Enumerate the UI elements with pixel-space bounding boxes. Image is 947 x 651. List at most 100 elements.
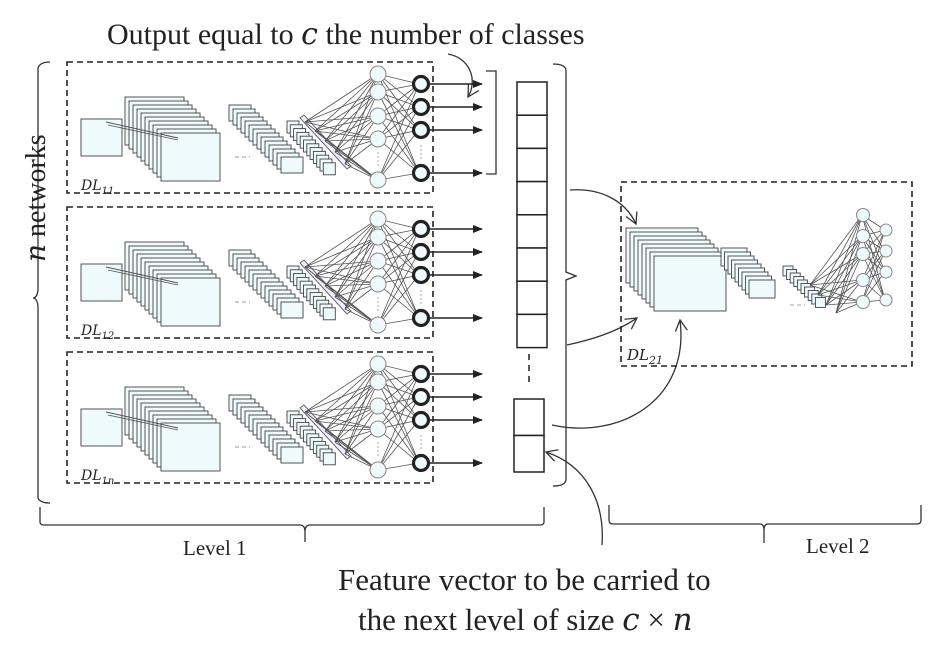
network-box	[620, 181, 913, 367]
receptive-field-line	[105, 266, 179, 284]
connection-line	[334, 260, 379, 298]
output-node	[411, 242, 431, 262]
connection-line	[377, 115, 420, 174]
connection-line	[314, 363, 379, 422]
hidden-node	[369, 107, 387, 125]
connection-line	[861, 214, 886, 301]
connection-line	[334, 236, 379, 298]
connection-line	[377, 129, 420, 181]
connection-line	[825, 235, 863, 306]
network-dl11: DL11	[66, 61, 483, 197]
connection-line	[334, 151, 379, 181]
connection-line	[314, 275, 379, 285]
connection-line	[334, 441, 379, 471]
connection-line	[861, 229, 886, 303]
connection-line	[377, 83, 420, 117]
network-box	[66, 351, 434, 484]
connection-line	[809, 214, 863, 286]
connection-line	[377, 228, 420, 285]
n-networks-label: n networks	[19, 134, 52, 262]
output-bracket	[486, 70, 497, 175]
connection-line	[304, 260, 379, 268]
connection-line	[324, 363, 379, 432]
level2-label: Level 2	[806, 534, 870, 558]
connection-line	[324, 381, 379, 432]
feature-map	[160, 277, 221, 327]
connection-line	[377, 138, 420, 174]
connection-line	[825, 253, 863, 306]
connection-line	[324, 218, 379, 287]
connection-line	[344, 260, 379, 310]
output-node	[411, 387, 431, 407]
connection-line	[324, 138, 379, 142]
connection-line	[809, 235, 863, 286]
network-dl12: DL12	[66, 206, 483, 342]
connection-line	[377, 396, 420, 430]
connection-line	[314, 73, 379, 132]
connection-line	[314, 405, 379, 422]
hidden-node	[369, 373, 387, 391]
connection-line	[377, 419, 420, 471]
connection-line	[334, 363, 379, 443]
connection-line	[344, 236, 379, 310]
hidden-node	[369, 355, 387, 373]
feature-cell	[516, 147, 548, 183]
feature-map	[322, 452, 336, 466]
feature-cell	[513, 398, 545, 437]
connection-line	[377, 274, 420, 326]
feature-cell	[513, 434, 545, 473]
connections	[304, 363, 420, 471]
n-networks-brace	[32, 61, 51, 504]
network-box	[66, 206, 434, 339]
hidden-node	[369, 397, 387, 415]
feature-cell	[516, 313, 548, 349]
connection-line	[314, 420, 379, 430]
receptive-field-line	[105, 411, 179, 429]
feature-cell	[516, 114, 548, 150]
feature-map	[160, 132, 221, 182]
hidden-node	[369, 275, 387, 293]
connection-line	[377, 363, 420, 421]
title-text: Output equal to c the number of classes	[107, 17, 585, 52]
conv-stack-2	[228, 249, 304, 319]
connection-line	[377, 73, 420, 108]
feature-map	[280, 156, 304, 174]
output-node	[411, 120, 431, 140]
connection-line	[334, 73, 379, 153]
hidden-node	[369, 210, 387, 228]
hidden-node	[369, 252, 387, 270]
feature-map	[814, 297, 826, 308]
connection-line	[377, 218, 420, 276]
hidden-node	[369, 83, 387, 101]
connection-line	[314, 381, 379, 422]
hidden-node	[856, 208, 870, 222]
connection-line	[809, 279, 863, 286]
connection-line	[304, 218, 379, 268]
connection-line	[304, 115, 379, 123]
connection-line	[377, 251, 420, 285]
connection-line	[304, 121, 379, 140]
connection-line	[334, 115, 379, 153]
feature-map	[322, 307, 336, 321]
connection-line	[377, 106, 420, 181]
connection-line	[304, 405, 379, 413]
conv-stack-3	[286, 265, 336, 321]
connection-line	[314, 91, 379, 132]
connection-line	[334, 405, 379, 443]
level2-brace	[608, 505, 922, 543]
connection-line	[344, 91, 379, 165]
caption-line1: Feature vector to be carried to	[338, 562, 711, 597]
connection-line	[377, 106, 420, 140]
receptive-field-line	[107, 414, 179, 431]
connection-line	[809, 284, 863, 303]
connection-line	[324, 91, 379, 142]
output-node	[411, 308, 431, 328]
feature-map	[748, 279, 776, 299]
connection-line	[314, 218, 379, 277]
connection-line	[324, 283, 379, 287]
connection-line	[324, 285, 379, 326]
connection-line	[377, 251, 420, 326]
network-label: DL11	[80, 178, 114, 197]
connection-line	[377, 218, 420, 253]
connection-line	[835, 214, 863, 314]
